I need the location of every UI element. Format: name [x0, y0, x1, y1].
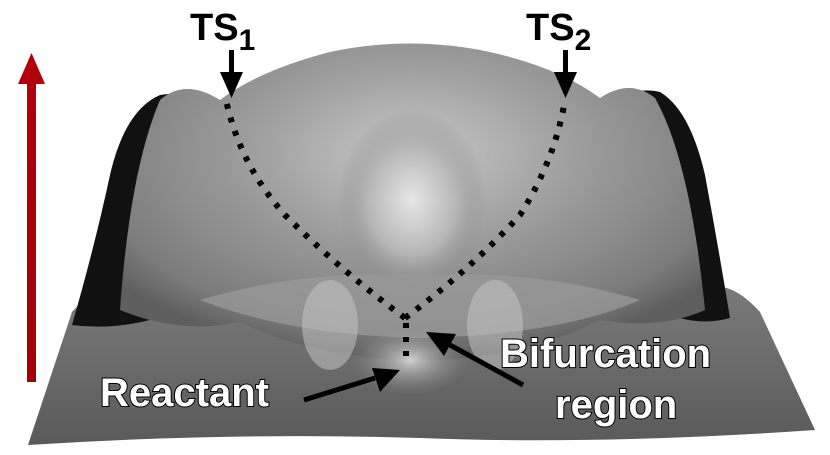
energy-up-arrow-icon — [18, 53, 45, 382]
path-to-ts2 — [403, 99, 568, 321]
surface-center-highlight — [337, 110, 487, 290]
bifurcation-label-line2: region — [555, 383, 677, 427]
ts2-down-arrow-icon — [554, 50, 577, 98]
ts2-text: TS2 — [526, 7, 591, 57]
reactant-label: Reactant — [100, 371, 269, 415]
ts1-label: TS1 — [190, 7, 255, 98]
ts1-text: TS1 — [190, 7, 255, 57]
reactant-arrow-icon — [303, 368, 400, 403]
ts1-down-arrow-icon — [220, 50, 243, 98]
surface-left-lobe — [302, 280, 358, 370]
path-to-ts1 — [223, 99, 407, 321]
bifurcation-arrow-icon — [426, 332, 525, 388]
surface-right-lobe — [467, 280, 523, 370]
ts2-label: TS2 — [526, 7, 591, 98]
bifurcation-label-line1: Bifurcation — [500, 332, 711, 376]
